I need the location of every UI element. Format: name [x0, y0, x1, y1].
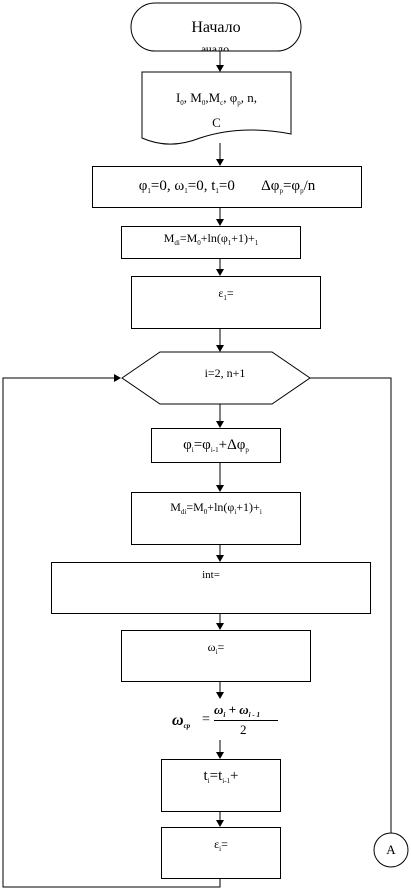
eps-i-process-box: εi= — [161, 827, 281, 879]
loop-exit-line — [310, 377, 392, 833]
input-params-text: I0, M0,Mc, φp, n, C — [175, 90, 258, 130]
eps1-formula: ε1= — [218, 286, 234, 302]
loop-back-line — [2, 374, 221, 888]
integral-formula: int= — [202, 569, 220, 581]
moment-i-formula: Mdi=M0+ln(φi+1)+i — [170, 500, 262, 516]
connector-a-shape — [373, 832, 409, 868]
init-formula: φ1=0, ω1=0, t1=0 Δφp=φp/n — [138, 178, 316, 196]
phi-i-formula: φi=φi-1+Δφp — [183, 436, 249, 454]
t-i-formula: ti=ti-1+ — [203, 768, 239, 785]
moment1-formula: Mdi=M0+ln(φ1+1)+1 — [163, 231, 259, 247]
eps-i-formula: εi= — [214, 837, 228, 853]
start-ghost-text: ачало — [200, 42, 230, 51]
init-process-box: φ1=0, ω1=0, t1=0 Δφp=φp/n — [92, 166, 362, 208]
omega-cp-formula: ωcp = ωi + ωi - 1 2 — [170, 700, 280, 740]
moment1-process-box: Mdi=M0+ln(φ1+1)+1 — [121, 226, 301, 259]
start-label: Начало — [191, 19, 241, 36]
integral-process-box: int= — [51, 562, 371, 614]
omega-i-formula: ωi= — [207, 640, 225, 656]
input-document-shape — [141, 71, 292, 145]
loop-label: i=2, n+1 — [204, 366, 246, 380]
t-i-process-box: ti=ti-1+ — [161, 759, 281, 812]
omega-i-process-box: ωi= — [121, 630, 311, 682]
eps1-process-box: ε1= — [131, 276, 321, 329]
start-terminator-shape — [130, 2, 302, 52]
connector-a-label: A — [386, 842, 396, 857]
phi-i-process-box: φi=φi-1+Δφp — [151, 428, 281, 463]
moment-i-process-box: Mdi=M0+ln(φi+1)+i — [131, 492, 301, 545]
